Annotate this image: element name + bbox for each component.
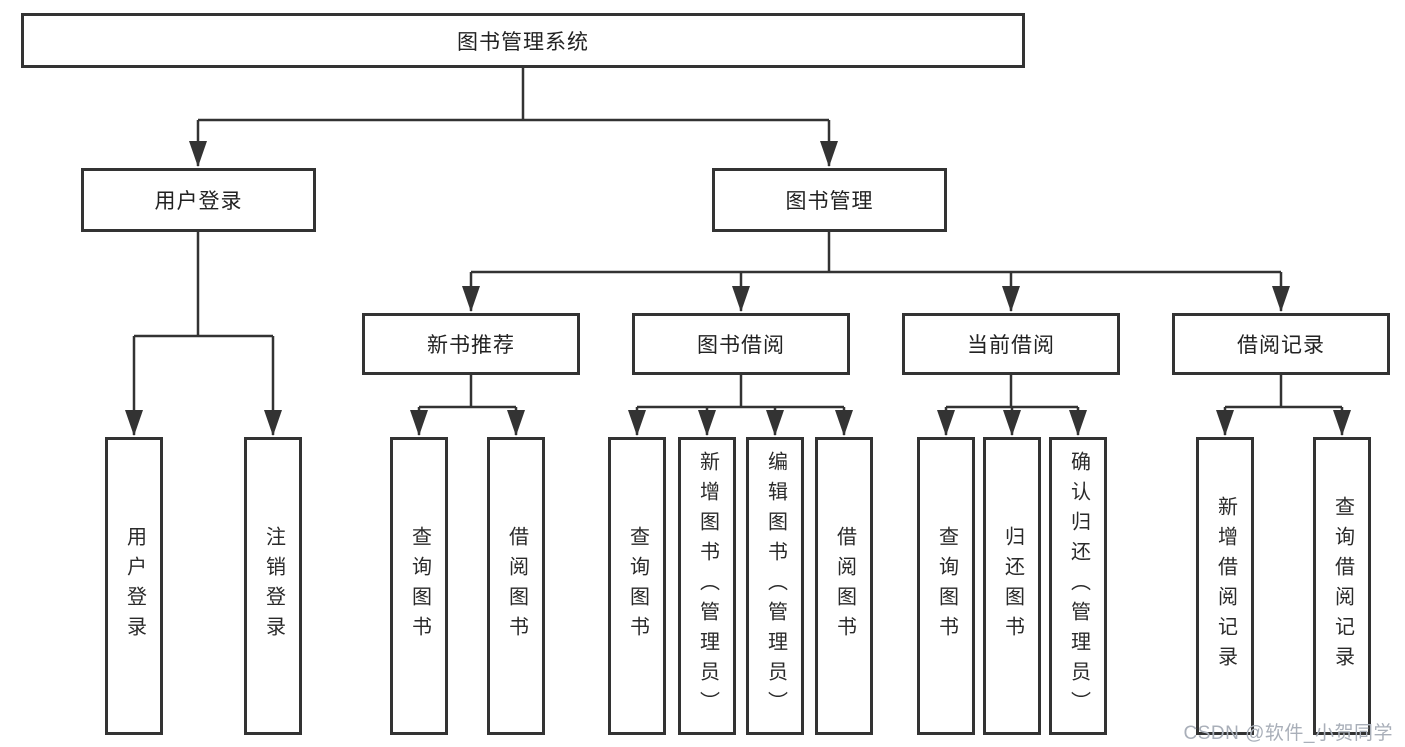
leaf-user-login: 用户登录	[105, 437, 163, 735]
leaf-cb-return-book-label: 归还图书	[1001, 526, 1024, 646]
leaf-logout: 注销登录	[244, 437, 302, 735]
node-book-borrow: 图书借阅	[632, 313, 850, 375]
node-root-system: 图书管理系统	[21, 13, 1025, 68]
leaf-br-add-record: 新增借阅记录	[1196, 437, 1254, 735]
leaf-bb-query-book-label: 查询图书	[626, 526, 649, 646]
leaf-cb-confirm-return-admin-label: 确认归还（管理员）	[1067, 451, 1090, 721]
leaf-user-login-label: 用户登录	[123, 526, 146, 646]
node-current-borrow: 当前借阅	[902, 313, 1120, 375]
leaf-br-query-record-label: 查询借阅记录	[1331, 496, 1354, 676]
leaf-bb-add-book-admin: 新增图书（管理员）	[678, 437, 736, 735]
leaf-cb-return-book: 归还图书	[983, 437, 1041, 735]
node-borrow-records: 借阅记录	[1172, 313, 1390, 375]
leaf-nbr-query-book-label: 查询图书	[408, 526, 431, 646]
leaf-nbr-borrow-book-label: 借阅图书	[505, 526, 528, 646]
node-borrow-records-label: 借阅记录	[1237, 334, 1325, 357]
leaf-nbr-borrow-book: 借阅图书	[487, 437, 545, 735]
leaf-bb-query-book: 查询图书	[608, 437, 666, 735]
leaf-bb-borrow-book-label: 借阅图书	[833, 526, 856, 646]
node-user-login: 用户登录	[81, 168, 316, 232]
node-book-management-label: 图书管理	[785, 190, 874, 213]
leaf-bb-add-book-admin-label: 新增图书（管理员）	[696, 451, 719, 721]
node-new-book-recommend-label: 新书推荐	[427, 334, 515, 357]
leaf-bb-edit-book-admin-label: 编辑图书（管理员）	[764, 451, 787, 721]
node-new-book-recommend: 新书推荐	[362, 313, 580, 375]
csdn-watermark: CSDN @软件_小贺同学	[1183, 723, 1393, 744]
leaf-bb-edit-book-admin: 编辑图书（管理员）	[746, 437, 804, 735]
leaf-bb-borrow-book: 借阅图书	[815, 437, 873, 735]
leaf-nbr-query-book: 查询图书	[390, 437, 448, 735]
node-book-borrow-label: 图书借阅	[697, 334, 785, 357]
leaf-br-add-record-label: 新增借阅记录	[1214, 496, 1237, 676]
node-user-login-label: 用户登录	[154, 190, 243, 213]
node-book-management: 图书管理	[712, 168, 947, 232]
node-root-system-label: 图书管理系统	[457, 30, 589, 54]
leaf-cb-confirm-return-admin: 确认归还（管理员）	[1049, 437, 1107, 735]
node-current-borrow-label: 当前借阅	[967, 334, 1055, 357]
leaf-br-query-record: 查询借阅记录	[1313, 437, 1371, 735]
leaf-cb-query-book-label: 查询图书	[935, 526, 958, 646]
leaf-cb-query-book: 查询图书	[917, 437, 975, 735]
leaf-logout-label: 注销登录	[262, 526, 285, 646]
